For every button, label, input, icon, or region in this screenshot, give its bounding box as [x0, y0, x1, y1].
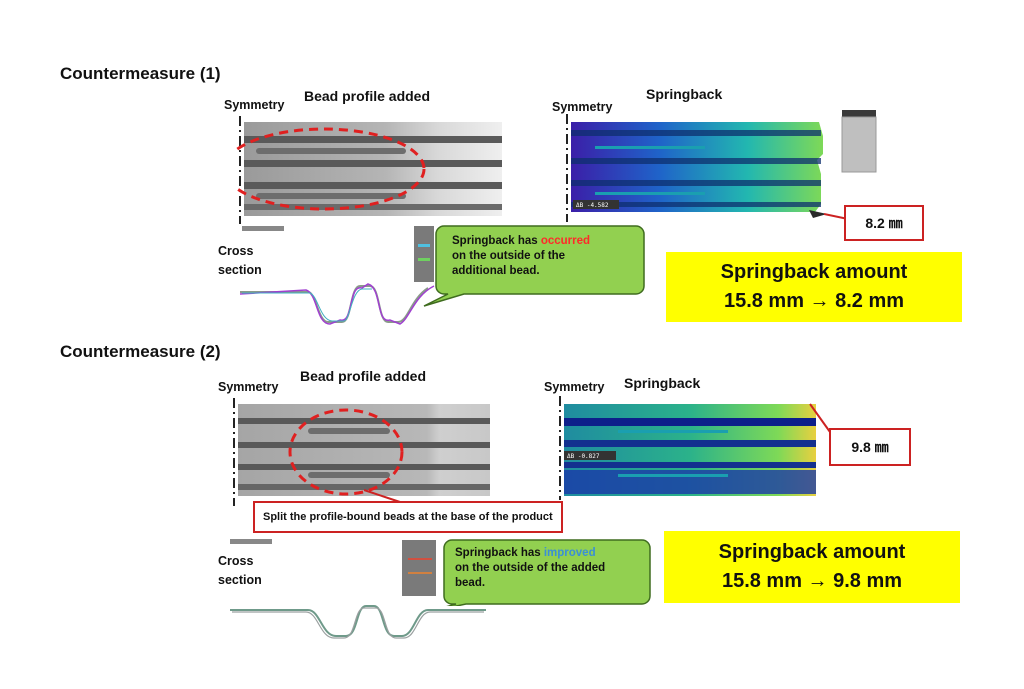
cm2-left-symmetry-label: Symmetry [218, 380, 279, 394]
cm2-leader-line [809, 403, 831, 433]
cm2-callout-text: Springback has improved on the outside o… [455, 546, 605, 591]
cm2-callout-prefix: Springback has [455, 547, 544, 559]
cm1-callout-line3: additional bead. [452, 265, 540, 277]
cm2-cross-word: Cross [218, 554, 254, 568]
cm2-springback-contour-image: ΔB -0.827 [559, 396, 816, 500]
countermeasure-1-heading: Countermeasure (1) [60, 64, 221, 83]
cm2-springback-title: Springback [624, 375, 701, 391]
cm1-right-symmetry-label: Symmetry [552, 100, 613, 114]
cm2-springback-callout [402, 539, 651, 606]
cm2-callout-line3: bead. [455, 577, 486, 589]
cm1-springback-callout [414, 225, 645, 307]
cm2-bead-model-image [233, 398, 490, 506]
cm1-section-word: section [218, 263, 262, 277]
cm1-springback-contour-image: ΔB -4.582 [566, 114, 827, 222]
cm1-cross-section-profile [239, 283, 435, 325]
cm1-bead-model-image [236, 116, 502, 231]
cm1-left-symmetry-label: Symmetry [224, 98, 285, 112]
countermeasure-2-heading: Countermeasure (2) [60, 342, 221, 361]
cm1-callout-line2: on the outside of the [452, 250, 566, 262]
cm1-cross-section-label: Cross section [218, 242, 262, 280]
cm1-springback-amount-panel: Springback amount 15.8 mm → 8.2 mm [666, 252, 962, 322]
cm2-amount-title: Springback amount [718, 541, 906, 563]
cm1-springback-value-box: 8.2 ㎜ [844, 205, 924, 241]
cm2-springback-value-box: 9.8 ㎜ [829, 428, 911, 466]
cm1-amount-value: 15.8 mm → 8.2 mm [723, 290, 905, 312]
cm2-cross-section-label: Cross section [218, 552, 262, 590]
cm1-bead-profile-title: Bead profile added [304, 88, 431, 104]
cm2-springback-amount-panel: Springback amount 15.8 mm → 9.8 mm [664, 531, 960, 603]
cm2-split-beads-note: Split the profile-bound beads at the bas… [253, 501, 563, 533]
cm1-legend-bar [841, 110, 877, 173]
cm2-callout-highlight: improved [543, 547, 596, 559]
cm1-cross-word: Cross [218, 244, 254, 258]
cm2-callout-line2: on the outside of the added [455, 562, 606, 574]
cm2-section-word: section [218, 573, 262, 587]
cm1-callout-text: Springback has occurred on the outside o… [452, 234, 590, 279]
cm1-callout-prefix: Springback has [452, 235, 541, 247]
cm2-bead-profile-title: Bead profile added [300, 368, 427, 384]
cm1-callout-highlight: occurred [540, 235, 591, 247]
cm2-cross-section-profile [230, 605, 486, 639]
cm2-amount-value: 15.8 mm → 9.8 mm [721, 570, 903, 592]
cm1-amount-title: Springback amount [720, 261, 908, 283]
cm2-right-symmetry-label: Symmetry [544, 380, 605, 394]
cm1-contour-readout: ΔB -4.582 [576, 202, 609, 209]
cm2-scale-bar [230, 539, 272, 544]
cm2-contour-readout: ΔB -0.827 [567, 453, 600, 460]
cm1-springback-title: Springback [646, 86, 723, 102]
